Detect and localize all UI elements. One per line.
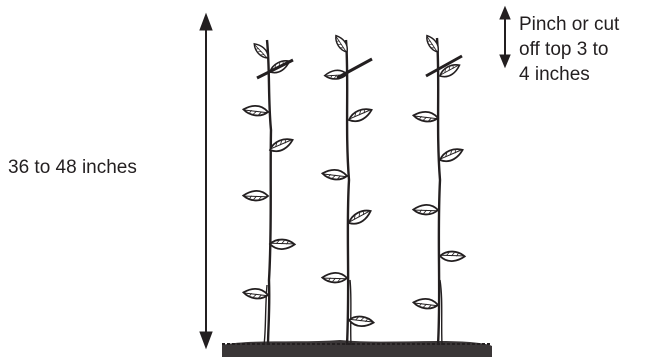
height-arrow-icon xyxy=(200,14,212,348)
pinch-arrow-icon xyxy=(500,7,510,67)
middle-plant xyxy=(322,33,375,345)
left-plant xyxy=(243,40,296,345)
cut-mark-icon xyxy=(257,60,293,78)
ground-soil-icon xyxy=(222,340,492,357)
right-plant xyxy=(413,33,466,345)
cut-mark-icon xyxy=(337,59,372,78)
